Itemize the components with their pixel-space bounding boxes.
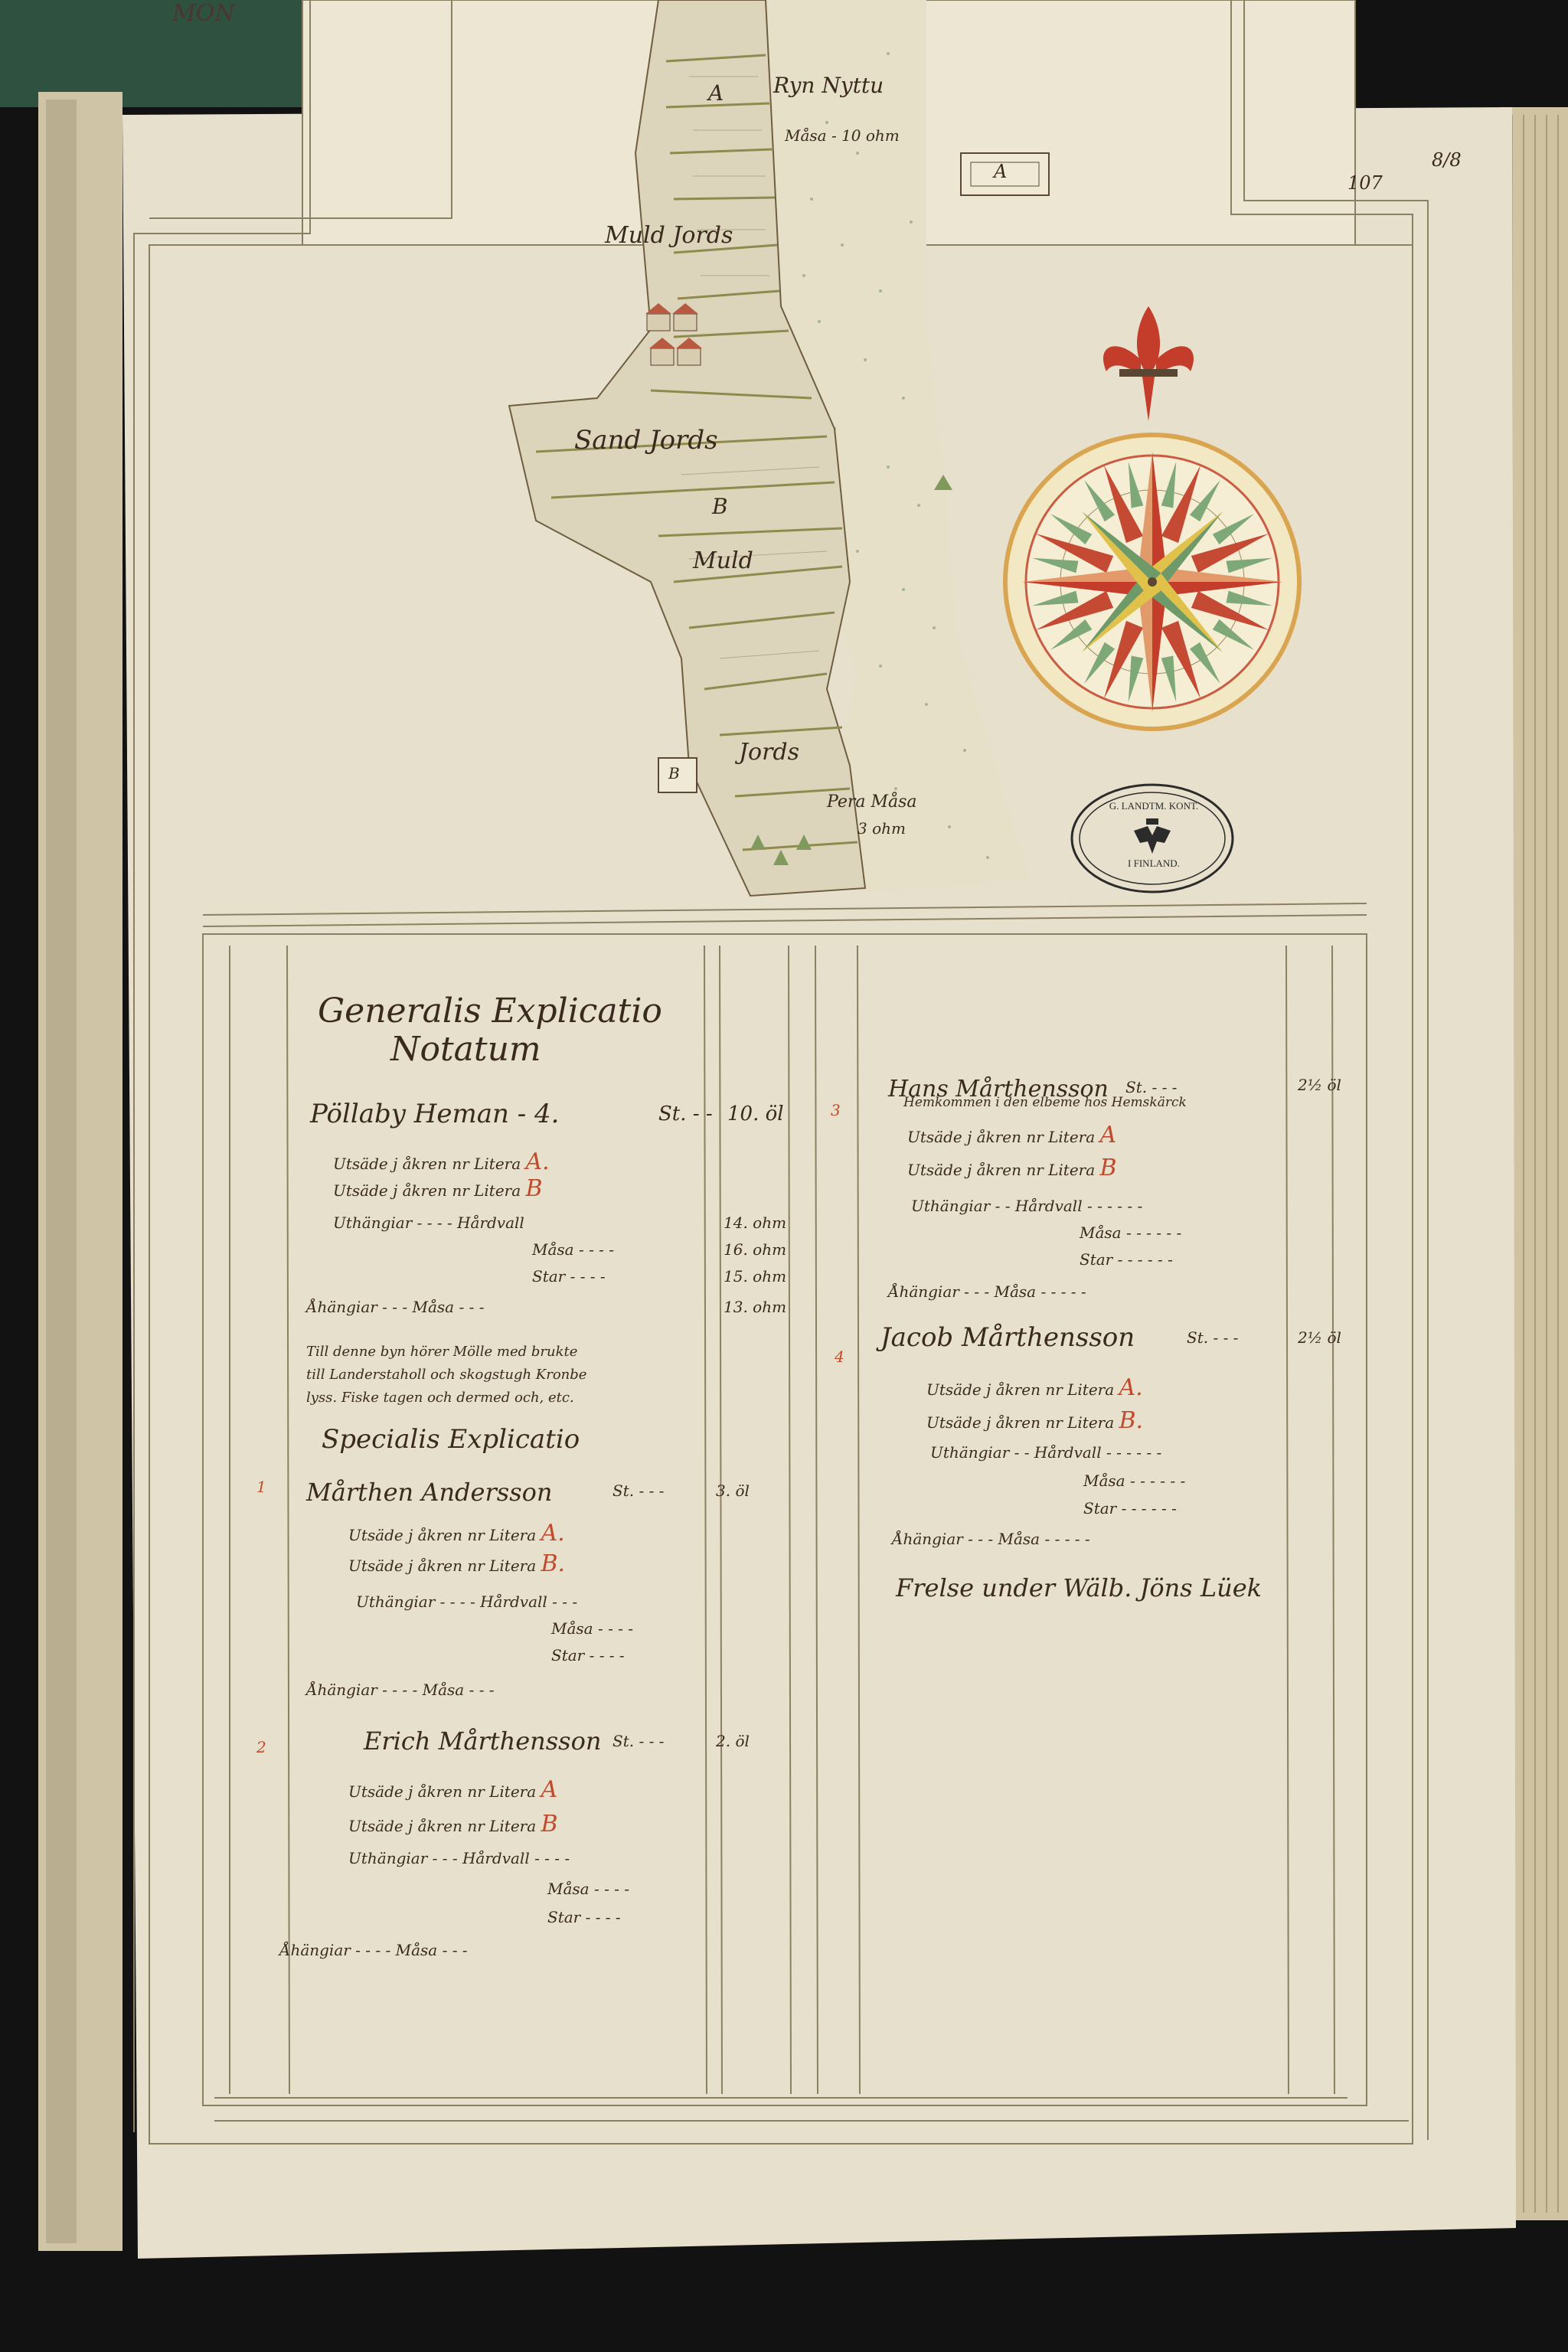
village-hay-value-3: 15. ohm — [724, 1267, 787, 1285]
entry-2-name: Erich Mårthensson — [364, 1726, 602, 1756]
entry-1-number: 1 — [256, 1478, 266, 1496]
entry-3-hay-2: Måsa - - - - - - — [1080, 1223, 1182, 1242]
box-a — [960, 152, 1050, 196]
map-label-muld-jords: Muld Jords — [605, 222, 733, 249]
entry-1-value: 3. öl — [716, 1481, 750, 1500]
entry-3-unit: St. - - - — [1125, 1078, 1178, 1096]
general-title-2: Notatum — [390, 1030, 541, 1069]
entry-3-value: 2½ öl — [1298, 1076, 1341, 1094]
entry-4-number: 4 — [835, 1348, 844, 1366]
entry-1-sowing-b: Utsäde j åkren nr Litera B. — [348, 1550, 566, 1577]
stamp-line-1: G. LANDTM. KONT. — [1109, 800, 1199, 812]
entry-2-sowing-b: Utsäde j åkren nr Litera B — [348, 1811, 558, 1838]
village-unit: St. - - — [658, 1102, 713, 1125]
map-label-top-meadow: Måsa - 10 ohm — [785, 126, 900, 145]
entry-3-hay-4: Åhängiar - - - Måsa - - - - - — [888, 1282, 1086, 1301]
map-label-sand-jords: Sand Jords — [574, 425, 718, 456]
entry-1-name: Mårthen Andersson — [306, 1478, 553, 1507]
entry-4-sowing-b: Utsäde j åkren nr Litera B. — [926, 1407, 1144, 1434]
office-stamp — [1070, 783, 1234, 893]
map-letter-a: A — [708, 80, 724, 106]
village-note-line-2: till Landerstaholl och skogstugh Kronbe — [306, 1367, 587, 1383]
box-b — [658, 757, 697, 793]
entry-2-value: 2. öl — [716, 1732, 750, 1750]
village-hay-value-2: 16. ohm — [724, 1240, 787, 1259]
right-footer-note: Frelse under Wälb. Jöns Lüek — [896, 1573, 1263, 1602]
entry-4-hay-2: Måsa - - - - - - — [1083, 1472, 1186, 1490]
village-note-line-3: lyss. Fiske tagen och dermed och, etc. — [306, 1390, 574, 1406]
entry-4-unit: St. - - - — [1187, 1328, 1239, 1347]
entry-3-sowing-b: Utsäde j åkren nr Litera B — [907, 1155, 1117, 1181]
entry-4-value: 2½ öl — [1298, 1328, 1341, 1347]
map-box-b-letter: B — [668, 764, 680, 782]
entry-1-unit: St. - - - — [612, 1481, 665, 1500]
entry-2-sowing-a: Utsäde j åkren nr Litera A — [348, 1776, 558, 1803]
entry-4-name: Jacob Mårthensson — [880, 1322, 1135, 1353]
entry-4-hay-1: Uthängiar - - Hårdvall - - - - - - — [930, 1443, 1162, 1462]
meadow-area — [766, 0, 1030, 892]
map-label-jords: Jords — [739, 739, 800, 766]
special-title: Specialis Explicatio — [322, 1424, 580, 1455]
entry-4-hay-3: Star - - - - - - — [1083, 1499, 1177, 1517]
general-title-1: Generalis Explicatio — [318, 991, 662, 1031]
village-sowing-row-b: Utsäde j åkren nr Litera B — [333, 1175, 543, 1202]
entry-1-hay-4: Åhängiar - - - - Måsa - - - — [306, 1681, 495, 1699]
map-box-a-letter: A — [994, 161, 1008, 182]
page-number: 107 — [1348, 172, 1383, 194]
field-strips — [508, 0, 867, 897]
entry-1-hay-2: Måsa - - - - — [551, 1619, 634, 1638]
map-letter-b: B — [712, 494, 728, 519]
entry-3-number: 3 — [831, 1101, 841, 1119]
entry-3-sowing-a: Utsäde j åkren nr Litera A — [907, 1122, 1117, 1148]
green-tab-background — [0, 0, 322, 107]
entry-3-subnote: Hemkommen i den elbeme hos Hemskärck — [903, 1095, 1187, 1110]
village-hay-label-1: Uthängiar - - - - Hårdvall — [333, 1214, 524, 1232]
village-hay-label-4: Åhängiar - - - Måsa - - - — [306, 1298, 485, 1316]
map-label-top-field: Ryn Nyttu — [773, 73, 884, 98]
entry-1-sowing-a: Utsäde j åkren nr Litera A. — [348, 1520, 565, 1547]
village-hay-value-1: 14. ohm — [724, 1214, 787, 1232]
village-value: 10. öl — [727, 1102, 784, 1125]
map-label-pera-mossa: Pera Måsa — [827, 792, 917, 812]
entry-2-hay-4: Åhängiar - - - - Måsa - - - — [279, 1941, 468, 1959]
entry-2-number: 2 — [256, 1738, 266, 1756]
farmhouses — [645, 303, 702, 366]
entry-1-hay-3: Star - - - - — [551, 1646, 625, 1664]
village-note-line-1: Till denne byn hörer Mölle med brukte — [306, 1344, 578, 1360]
entry-3-hay-1: Uthängiar - - Hårdvall - - - - - - — [911, 1197, 1143, 1215]
fleur-de-lis-icon — [1103, 306, 1194, 421]
village-hay-label-2: Måsa - - - - — [532, 1240, 615, 1259]
map-label-muld: Muld — [693, 547, 753, 574]
top-tab-label: MON — [172, 0, 235, 27]
entry-2-unit: St. - - - — [612, 1732, 665, 1750]
entry-3-name: Hans Mårthensson — [888, 1076, 1109, 1102]
entry-2-hay-1: Uthängiar - - - Hårdvall - - - - — [348, 1849, 570, 1867]
village-sowing-row-a: Utsäde j åkren nr Litera A. — [333, 1148, 550, 1175]
entry-1-hay-1: Uthängiar - - - - Hårdvall - - - — [356, 1592, 578, 1611]
entry-4-hay-4: Åhängiar - - - Måsa - - - - - — [892, 1530, 1090, 1548]
map-label-pera-ohm: 3 ohm — [858, 819, 906, 838]
entry-4-sowing-a: Utsäde j åkren nr Litera A. — [926, 1374, 1143, 1401]
page-number-alt: 8/8 — [1432, 149, 1462, 171]
entry-2-hay-2: Måsa - - - - — [547, 1880, 630, 1898]
stamp-line-2: I FINLAND. — [1128, 858, 1180, 869]
village-hay-label-3: Star - - - - — [532, 1267, 606, 1285]
village-hay-value-4: 13. ohm — [724, 1298, 787, 1316]
entry-3-hay-3: Star - - - - - - — [1080, 1250, 1173, 1269]
compass-rose-icon — [1003, 433, 1302, 731]
village-name: Pöllaby Heman - 4. — [310, 1099, 560, 1129]
entry-2-hay-3: Star - - - - — [547, 1908, 621, 1926]
double-eagle-icon — [1134, 818, 1171, 854]
